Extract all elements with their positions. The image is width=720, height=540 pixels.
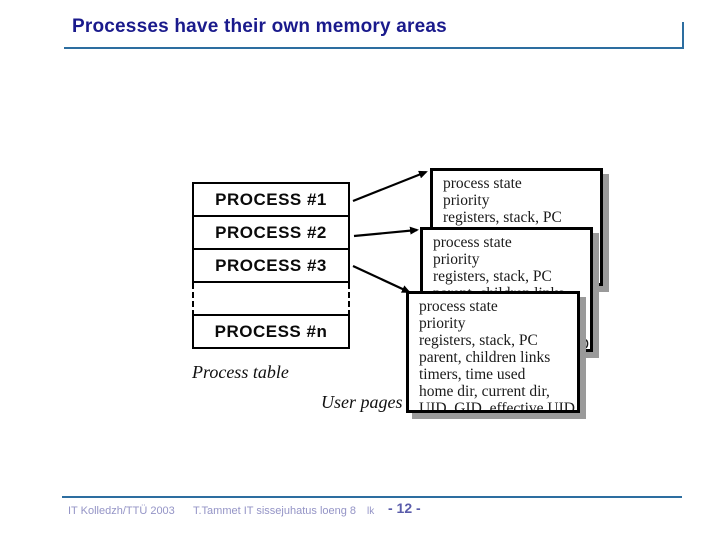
pcb-field: registers, stack, PC bbox=[419, 332, 538, 349]
process-table-ellipsis-row bbox=[192, 283, 350, 316]
user-pages-caption: User pages bbox=[321, 392, 403, 412]
process-table: PROCESS #1 PROCESS #2 PROCESS #3 PROCESS… bbox=[192, 182, 350, 349]
pcb-field: UID, GID, effective UID bbox=[419, 400, 575, 413]
pcb-field: registers, stack, PC bbox=[433, 268, 552, 285]
process-table-caption: Process table bbox=[192, 362, 289, 382]
pcb-field: priority bbox=[419, 315, 466, 332]
title-underline-end-tick bbox=[682, 22, 684, 49]
pcb-field: parent, children links bbox=[419, 349, 551, 366]
pcb-field: registers, stack, PC bbox=[443, 209, 562, 226]
footer-page-number: - 12 - bbox=[388, 500, 421, 516]
arrow-process1-icon bbox=[352, 170, 428, 203]
arrow-process2-icon bbox=[353, 226, 419, 238]
pcb-field: process state bbox=[433, 234, 512, 251]
process-table-row: PROCESS #2 bbox=[192, 215, 350, 250]
pcb-box-process3: process state priority registers, stack,… bbox=[406, 291, 580, 413]
footer-rule bbox=[62, 496, 682, 498]
arrow-process3-icon bbox=[352, 265, 411, 293]
process-table-row: PROCESS #1 bbox=[192, 182, 350, 217]
pcb-field: process state bbox=[419, 298, 498, 315]
pcb-field: home dir, current dir, bbox=[419, 383, 550, 400]
footer-page-label: lk bbox=[367, 506, 375, 517]
pcb-field: priority bbox=[443, 192, 490, 209]
title-underline bbox=[64, 47, 684, 49]
pcb-field: priority bbox=[433, 251, 480, 268]
slide-title: Processes have their own memory areas bbox=[72, 16, 447, 37]
process-table-row: PROCESS #3 bbox=[192, 248, 350, 283]
pcb-field: timers, time used bbox=[419, 366, 526, 383]
footer-course: T.Tammet IT sissejuhatus loeng 8 bbox=[193, 505, 357, 517]
footer-institution: IT Kolledzh/TTÜ 2003 bbox=[68, 505, 175, 517]
pcb-field: process state bbox=[443, 175, 522, 192]
process-table-row: PROCESS #n bbox=[192, 314, 350, 349]
